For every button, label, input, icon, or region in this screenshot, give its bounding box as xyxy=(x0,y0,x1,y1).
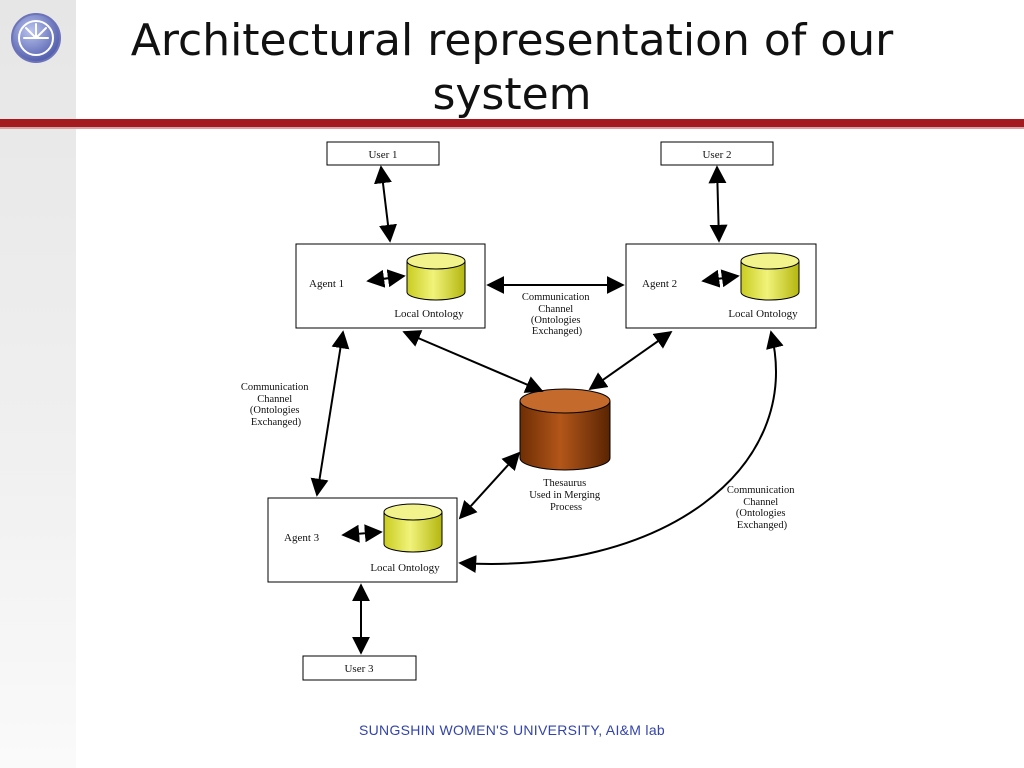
title-divider-shadow xyxy=(0,127,1024,129)
agent-3-ontology-arrow xyxy=(341,524,383,543)
local-ontology-db-icon xyxy=(383,503,443,553)
channel-label-top: Communication Channel (Ontologies Exchan… xyxy=(522,292,592,337)
agent-1-ontology-arrow xyxy=(366,269,406,288)
channel-label-right: Communication Channel (Ontologies Exchan… xyxy=(727,485,797,531)
user-2-label: User 2 xyxy=(702,149,731,161)
thesaurus-label: Thesaurus Used in Merging Process xyxy=(529,478,603,513)
agent-2-node: Agent 2 Local Ontology xyxy=(625,243,817,329)
user2-agent2-arrow xyxy=(708,165,728,243)
agent-2-ontology-arrow xyxy=(701,269,740,288)
user-2-node: User 2 xyxy=(660,141,774,166)
user1-agent1-arrow xyxy=(374,165,397,243)
thesaurus-agent3-arrow xyxy=(458,451,521,520)
user-3-label: User 3 xyxy=(344,663,374,675)
agent1-thesaurus-arrow xyxy=(402,330,544,393)
footer-text: SUNGSHIN WOMEN'S UNIVERSITY, AI&M lab xyxy=(358,722,665,738)
slide-title: Architectural representation of our syst… xyxy=(130,15,894,120)
user-1-label: User 1 xyxy=(368,149,397,161)
thesaurus-db-icon xyxy=(519,388,611,471)
local-ontology-db-icon xyxy=(740,252,800,301)
local-ontology-db-icon xyxy=(406,252,466,301)
agent-1-ontology-label: Local Ontology xyxy=(394,308,464,320)
agent1-agent3-channel xyxy=(310,330,350,497)
user-3-node: User 3 xyxy=(302,655,417,681)
user-1-node: User 1 xyxy=(326,141,440,166)
agent-2-label: Agent 2 xyxy=(642,278,677,290)
agent2-thesaurus-arrow xyxy=(588,330,673,391)
university-emblem-icon xyxy=(11,13,61,63)
agent2-agent3-channel xyxy=(458,330,784,573)
agent-2-ontology-label: Local Ontology xyxy=(728,308,798,320)
title-divider xyxy=(0,119,1024,127)
agent-1-label: Agent 1 xyxy=(309,278,344,290)
agent-1-node: Agent 1 Local Ontology xyxy=(295,243,486,329)
channel-label-left: Communication Channel (Ontologies Exchan… xyxy=(241,382,311,428)
agent-3-label: Agent 3 xyxy=(284,532,320,544)
agent-3-ontology-label: Local Ontology xyxy=(370,562,440,574)
agent-3-node: Agent 3 Local Ontology xyxy=(267,497,458,583)
